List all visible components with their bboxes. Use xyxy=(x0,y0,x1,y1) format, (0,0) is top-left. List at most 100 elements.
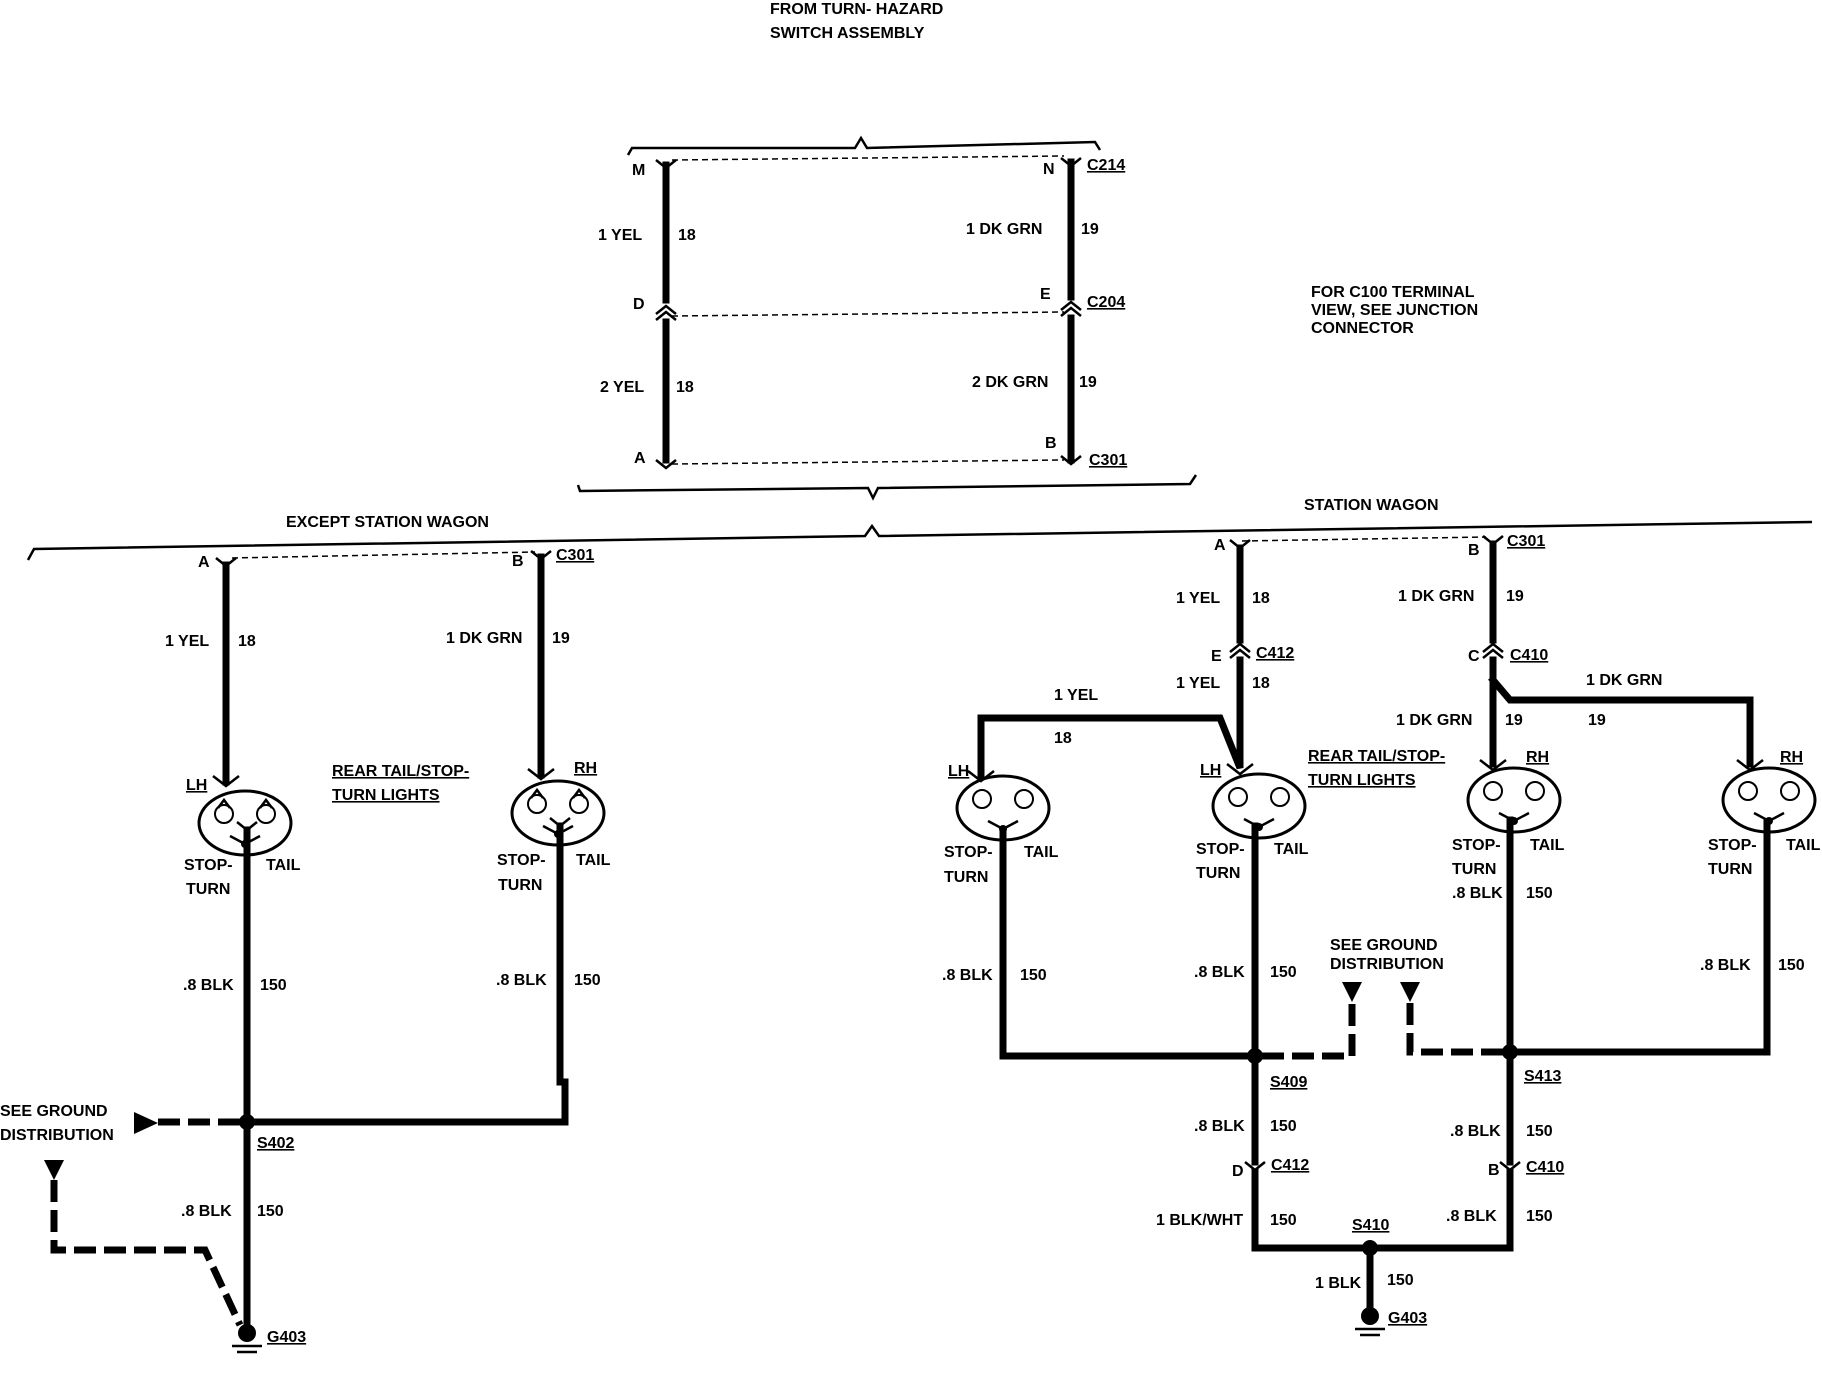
right-splice-s413 xyxy=(1502,1044,1518,1060)
right-s410-bus xyxy=(1251,1168,1514,1252)
left-blk-label-2: .8 BLK xyxy=(181,1203,232,1220)
main-brace xyxy=(26,520,1813,561)
left-conn-c301: C301 xyxy=(556,547,594,564)
right-blk-s413-num: 150 xyxy=(1526,1123,1553,1140)
right-lh1-ground-wire xyxy=(999,826,1259,1060)
right-s409-dist-wire xyxy=(1262,1002,1356,1060)
top-conn-c204: C204 xyxy=(1087,294,1125,311)
right-dist-arrow2-icon xyxy=(1400,982,1420,1002)
term-d-mark-bottom xyxy=(655,310,677,321)
term-m-mark xyxy=(655,159,677,170)
right-rh1-turn: TURN xyxy=(1452,861,1496,878)
term-b-mark-top xyxy=(1060,455,1082,466)
right-rh2-blk-label: .8 BLK xyxy=(1700,957,1751,974)
right-blk1-num: 150 xyxy=(1387,1272,1414,1289)
top-wire2-right-num: 19 xyxy=(1079,374,1097,391)
right-conn-c412: C412 xyxy=(1256,645,1294,662)
right-rh1-stop: STOP- xyxy=(1452,837,1501,854)
right-blk-s409-label: .8 BLK xyxy=(1194,1118,1245,1135)
right-see-ground-2: DISTRIBUTION xyxy=(1330,956,1444,973)
term-d-mark-top xyxy=(655,304,677,315)
left-grn-num: 19 xyxy=(552,630,570,647)
left-lights-line2: TURN LIGHTS xyxy=(332,787,440,804)
right-rh1-blk-num: 150 xyxy=(1526,885,1553,902)
right-splice-s409-label: S409 xyxy=(1270,1074,1307,1091)
left-ground-dist-arrow-icon xyxy=(134,1112,158,1134)
right-term-b2: B xyxy=(1488,1162,1500,1179)
right-lh1-blk-label: .8 BLK xyxy=(942,967,993,984)
right-lh2-lamp-icon xyxy=(1211,772,1307,840)
left-blk-num: 150 xyxy=(260,977,287,994)
right-grn-label-3: 1 DK GRN xyxy=(1396,712,1472,729)
top-term-e: E xyxy=(1040,286,1051,303)
right-rh2-ground-wire xyxy=(1506,818,1771,1056)
right-c412-mark-top xyxy=(1229,642,1251,653)
left-yel-label: 1 YEL xyxy=(165,633,209,650)
left-rh-blk-label: .8 BLK xyxy=(496,972,547,989)
left-lh: LH xyxy=(186,777,207,794)
left-ground-label: G403 xyxy=(267,1329,306,1346)
right-c410-mark-top xyxy=(1482,642,1504,653)
right-lh2-stop: STOP- xyxy=(1196,841,1245,858)
right-blk-b-num: 150 xyxy=(1526,1208,1553,1225)
right-blk-s413-label: .8 BLK xyxy=(1450,1123,1501,1140)
right-yel-num-2: 18 xyxy=(1252,675,1270,692)
right-dist-arrow1-icon xyxy=(1342,982,1362,1002)
top-wire1-right-num: 19 xyxy=(1081,221,1099,238)
right-conn-c410: C410 xyxy=(1510,647,1548,664)
right-s413-dist-wire xyxy=(1406,1002,1503,1056)
left-see-ground-2: DISTRIBUTION xyxy=(0,1127,114,1144)
section-except-wagon: EXCEPT STATION WAGON xyxy=(286,514,489,531)
right-grn-num-1: 19 xyxy=(1506,588,1524,605)
top-term-n: N xyxy=(1043,161,1055,178)
left-yel-num: 18 xyxy=(238,633,256,650)
right-lh1-tail: TAIL xyxy=(1024,844,1059,861)
c301-top-dash xyxy=(671,459,1065,465)
right-term-b: B xyxy=(1468,542,1480,559)
term-e-mark-bottom xyxy=(1060,306,1082,317)
top-conn-c301: C301 xyxy=(1089,452,1127,469)
right-lh1: LH xyxy=(948,763,969,780)
term-e-mark-top xyxy=(1060,300,1082,311)
right-conn-c301: C301 xyxy=(1507,533,1545,550)
right-grn-num-3: 19 xyxy=(1588,712,1606,729)
right-grn-label-1: 1 DK GRN xyxy=(1398,588,1474,605)
right-blkwht-num: 150 xyxy=(1270,1212,1297,1229)
left-lh-tail: TAIL xyxy=(266,857,301,874)
right-lh1-blk-num: 150 xyxy=(1020,967,1047,984)
right-lh2-tail: TAIL xyxy=(1274,841,1309,858)
left-lh-turn: TURN xyxy=(186,881,230,898)
right-c301-dash xyxy=(1241,536,1487,542)
right-see-ground-1: SEE GROUND xyxy=(1330,937,1438,954)
right-green-wire-2 xyxy=(1488,656,1754,768)
left-lh-stop: STOP- xyxy=(184,857,233,874)
right-lh2-mark xyxy=(1226,763,1254,776)
left-blk-label: .8 BLK xyxy=(183,977,234,994)
left-blk-num-2: 150 xyxy=(257,1203,284,1220)
right-lh1-stop: STOP- xyxy=(944,844,993,861)
left-splice-s402 xyxy=(239,1114,255,1130)
left-grn-label: 1 DK GRN xyxy=(446,630,522,647)
right-grn-label-2: 1 DK GRN xyxy=(1586,672,1662,689)
c204-dash xyxy=(671,311,1065,317)
right-rh2: RH xyxy=(1780,749,1803,766)
right-conn-c412-b: C412 xyxy=(1271,1157,1309,1174)
top-wire2-left: 2 YEL xyxy=(600,379,644,396)
right-splice-s413-label: S413 xyxy=(1524,1068,1561,1085)
top-conn-c214: C214 xyxy=(1087,157,1125,174)
right-lights-line1: REAR TAIL/STOP- xyxy=(1308,748,1445,765)
left-ground-dist-arrow2-icon xyxy=(44,1160,64,1180)
left-rh-blk-num: 150 xyxy=(574,972,601,989)
left-ground-g403-icon xyxy=(232,1324,262,1354)
right-lh1-turn: TURN xyxy=(944,869,988,886)
left-splice-label: S402 xyxy=(257,1135,294,1152)
top-wire1-left-num: 18 xyxy=(678,227,696,244)
top-bottom-brace xyxy=(576,474,1198,501)
top-wire1-right: 1 DK GRN xyxy=(966,221,1042,238)
top-term-m: M xyxy=(632,162,645,179)
left-rh-mark xyxy=(527,768,555,781)
top-wire2-right: 2 DK GRN xyxy=(972,374,1048,391)
right-rh2-blk-num: 150 xyxy=(1778,957,1805,974)
right-yellow-wire-2 xyxy=(977,656,1244,779)
